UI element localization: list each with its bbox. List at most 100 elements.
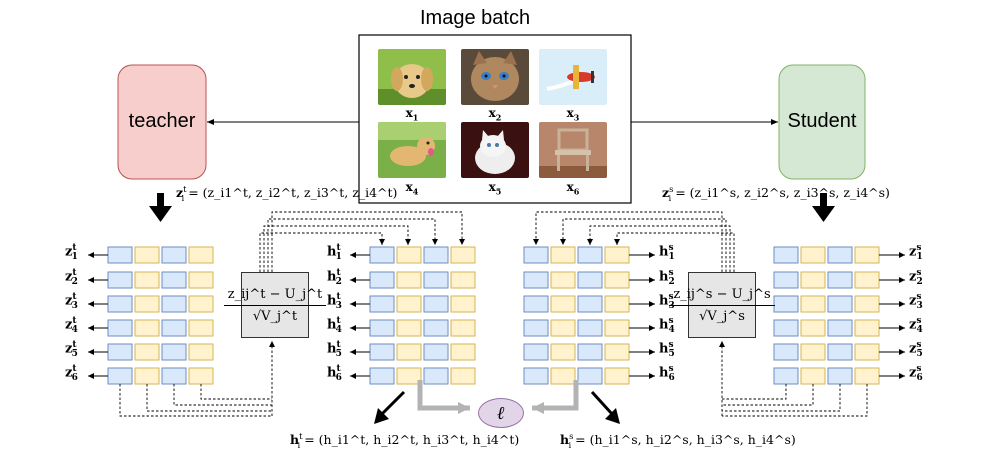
student-h-formula: hsi = (h_i1^s, h_i2^s, h_i3^s, h_i4^s): [560, 432, 796, 451]
student-box[interactable]: [778, 64, 866, 180]
teacher-h-cell: [396, 319, 422, 337]
student-h-cell: [577, 367, 603, 385]
teacher-z-cell: [107, 343, 133, 361]
student-z-cell: [773, 343, 799, 361]
student-h-cell: [550, 367, 576, 385]
student-h-cell: [523, 343, 549, 361]
image-chair[interactable]: [539, 122, 607, 178]
student-h-cell: [523, 295, 549, 313]
student-z-cell: [773, 271, 799, 289]
student-norm-denominator: √V_j^s: [699, 308, 745, 324]
student-h-cell: [523, 319, 549, 337]
student-h-cell: [550, 246, 576, 264]
teacher-z-cell: [161, 319, 187, 337]
teacher-h-cell: [396, 343, 422, 361]
teacher-z-cell: [107, 319, 133, 337]
student-dashed-down: [722, 384, 814, 406]
teacher-z-row-label: zt3: [65, 292, 78, 311]
student-z-row-label: zs3: [909, 292, 923, 311]
student-output-arrow: [812, 193, 835, 222]
student-h-cell: [604, 367, 630, 385]
student-z-cell: [773, 319, 799, 337]
student-z-row-label: zs2: [909, 268, 923, 287]
student-h-cell: [604, 295, 630, 313]
teacher-h-cell: [423, 271, 449, 289]
teacher-z-cell: [188, 343, 214, 361]
caption-x2: x2: [488, 106, 502, 123]
teacher-h-cell: [423, 295, 449, 313]
caption-x6: x6: [566, 180, 580, 197]
teacher-z-row-label: zt4: [65, 316, 78, 335]
teacher-z-cell: [134, 319, 160, 337]
teacher-dashed-top: [271, 211, 465, 272]
teacher-dashed-down: [119, 384, 272, 417]
teacher-output-arrow: [149, 193, 172, 222]
image-kitten[interactable]: [461, 122, 529, 178]
student-to-loss-arrow: [532, 380, 579, 414]
teacher-z-cell: [134, 343, 160, 361]
teacher-h-cell: [450, 319, 476, 337]
teacher-z-cell: [134, 295, 160, 313]
teacher-z-formula: zti = (z_i1^t, z_i2^t, z_i3^t, z_i4^t): [176, 185, 398, 204]
teacher-z-row-label: zt2: [65, 268, 78, 287]
student-h-cell: [523, 271, 549, 289]
teacher-h-cell: [369, 343, 395, 361]
teacher-z-cell: [107, 295, 133, 313]
student-h-cell: [577, 319, 603, 337]
image-running-dog[interactable]: [378, 122, 446, 178]
teacher-z-row-label: zt5: [65, 340, 78, 359]
teacher-dashed-top4: [259, 232, 385, 272]
student-z-cell: [827, 271, 853, 289]
teacher-h-row-label: ht1: [327, 243, 342, 262]
student-h-row-label: hs4: [659, 316, 675, 335]
student-h-cell: [577, 246, 603, 264]
teacher-h-cell: [369, 295, 395, 313]
teacher-dashed-down: [173, 384, 272, 406]
image-cat[interactable]: [461, 49, 529, 105]
teacher-h-cell: [369, 246, 395, 264]
student-h-cell: [523, 246, 549, 264]
student-z-formula: zsi = (z_i1^s, z_i2^s, z_i3^s, z_i4^s): [662, 185, 890, 204]
teacher-h-cell: [396, 367, 422, 385]
student-dashed-down: [722, 384, 787, 400]
teacher-h-cell: [423, 319, 449, 337]
teacher-h-cell: [369, 367, 395, 385]
student-label: Student: [787, 110, 857, 132]
teacher-z-cell: [188, 271, 214, 289]
teacher-z-cell: [134, 367, 160, 385]
student-h-cell: [604, 271, 630, 289]
teacher-norm-numerator: z_ij^t − U_j^t: [223, 287, 327, 306]
teacher-h-cell: [450, 271, 476, 289]
student-dashed-top: [533, 211, 723, 272]
student-h-cell: [550, 295, 576, 313]
student-h-cell: [550, 271, 576, 289]
student-h-cell: [550, 319, 576, 337]
teacher-z-cell: [188, 295, 214, 313]
student-h-arrow: [590, 390, 620, 424]
student-h-cell: [577, 295, 603, 313]
teacher-dashed-top2: [267, 218, 438, 272]
teacher-h-cell: [423, 246, 449, 264]
teacher-z-cell: [161, 367, 187, 385]
teacher-z-row-label: zt1: [65, 243, 78, 262]
teacher-h-formula: hti = (h_i1^t, h_i2^t, h_i3^t, h_i4^t): [290, 432, 520, 451]
caption-x1: x1: [405, 106, 419, 123]
teacher-box[interactable]: [117, 64, 207, 180]
teacher-h-arrow: [374, 390, 406, 424]
teacher-label: teacher: [128, 110, 196, 132]
loss-node[interactable]: ℓ: [478, 398, 524, 428]
teacher-h-row-label: ht2: [327, 268, 342, 287]
teacher-h-cell: [369, 271, 395, 289]
student-z-cell: [773, 295, 799, 313]
teacher-h-row-label: ht3: [327, 292, 342, 311]
student-h-cell: [577, 271, 603, 289]
teacher-z-cell: [188, 367, 214, 385]
student-h-cell: [550, 343, 576, 361]
student-z-cell: [773, 367, 799, 385]
image-airplane[interactable]: [539, 49, 607, 105]
teacher-h-row-label: ht6: [327, 364, 342, 383]
caption-x4: x4: [405, 180, 419, 197]
image-puppy[interactable]: [378, 49, 446, 105]
student-z-cell: [800, 246, 826, 264]
student-z-cell: [800, 367, 826, 385]
